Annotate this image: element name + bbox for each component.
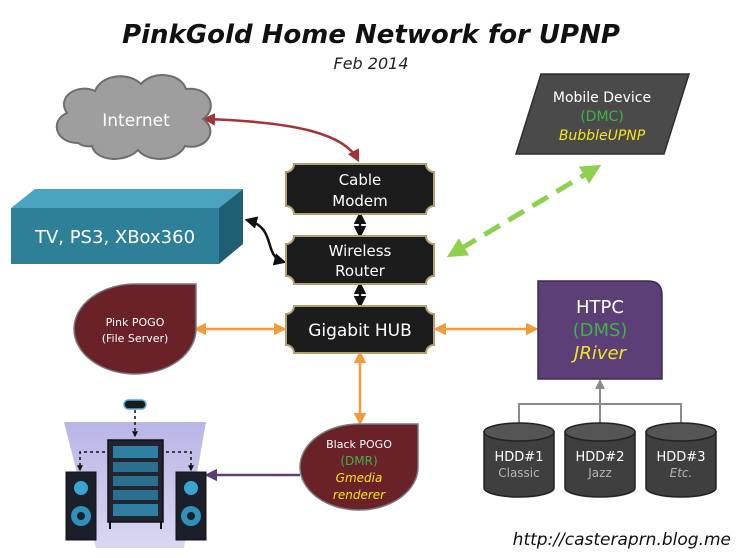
hdd2-node: HDD#2 Jazz bbox=[564, 422, 636, 498]
hdd2-desc: Jazz bbox=[587, 466, 612, 480]
pink-pogo-node: Pink POGO (File Server) bbox=[73, 283, 197, 375]
wireless-router-label-line1: Wireless bbox=[329, 242, 392, 260]
htpc-node: HTPC (DMS) JRiver bbox=[537, 280, 663, 380]
hdd3-node: HDD#3 Etc. bbox=[645, 422, 717, 498]
hdd1-node: HDD#1 Classic bbox=[483, 422, 555, 498]
htpc-app: JRiver bbox=[571, 343, 628, 364]
hdd1-desc: Classic bbox=[498, 466, 540, 480]
black-pogo-app-line2: renderer bbox=[333, 488, 386, 502]
tv-router-arrow bbox=[244, 216, 287, 266]
mobile-device-label: Mobile Device bbox=[553, 90, 651, 106]
cable-modem-node: Cable Modem bbox=[285, 163, 435, 215]
htpc-label: HTPC bbox=[576, 297, 624, 318]
page-subtitle: Feb 2014 bbox=[333, 54, 408, 73]
black-pogo-role: (DMR) bbox=[340, 454, 377, 468]
tv-devices-node: TV, PS3, XBox360 bbox=[11, 189, 243, 264]
page-title: PinkGold Home Network for UPNP bbox=[122, 20, 620, 50]
hdd2-label: HDD#2 bbox=[576, 450, 625, 465]
hdd3-label: HDD#3 bbox=[657, 450, 706, 465]
gigabit-hub-node: Gigabit HUB bbox=[285, 305, 435, 354]
cable-modem-label-line2: Modem bbox=[332, 192, 387, 210]
hdd1-label: HDD#1 bbox=[495, 450, 544, 465]
pink-pogo-label: Pink POGO bbox=[106, 316, 165, 329]
hdd-tree-connector bbox=[518, 403, 682, 424]
black-pogo-app-line1: Gmedia bbox=[336, 471, 383, 485]
cable-modem-label-line1: Cable bbox=[339, 171, 382, 189]
mobile-router-dashed-arrow bbox=[446, 164, 602, 258]
black-pogo-label: Black POGO bbox=[326, 438, 392, 451]
internet-label: Internet bbox=[102, 111, 170, 131]
black-pogo-node: Black POGO (DMR) Gmedia renderer bbox=[299, 423, 419, 511]
hdd3-desc: Etc. bbox=[670, 466, 693, 480]
gigabit-hub-label: Gigabit HUB bbox=[308, 321, 412, 341]
wireless-router-label-line2: Router bbox=[335, 262, 386, 280]
stereo-rack-icon bbox=[107, 439, 164, 529]
htpc-role: (DMS) bbox=[573, 320, 628, 341]
footer-url[interactable]: http://casteraprn.blog.me bbox=[513, 530, 731, 550]
wireless-router-node: Wireless Router bbox=[285, 235, 435, 285]
mobile-device-node: Mobile Device (DMC) BubbleUPNP bbox=[514, 73, 691, 155]
left-speaker-icon bbox=[65, 471, 97, 541]
remote-icon bbox=[123, 399, 147, 410]
internet-cloud: Internet bbox=[55, 74, 212, 160]
audio-system-illustration bbox=[64, 399, 207, 548]
right-speaker-icon bbox=[175, 471, 207, 541]
pink-pogo-role: (File Server) bbox=[102, 332, 169, 345]
tv-devices-label: TV, PS3, XBox360 bbox=[34, 227, 195, 248]
internet-modem-arrow bbox=[202, 113, 360, 163]
mobile-device-app: BubbleUPNP bbox=[559, 128, 646, 144]
mobile-device-role: (DMC) bbox=[580, 109, 624, 125]
